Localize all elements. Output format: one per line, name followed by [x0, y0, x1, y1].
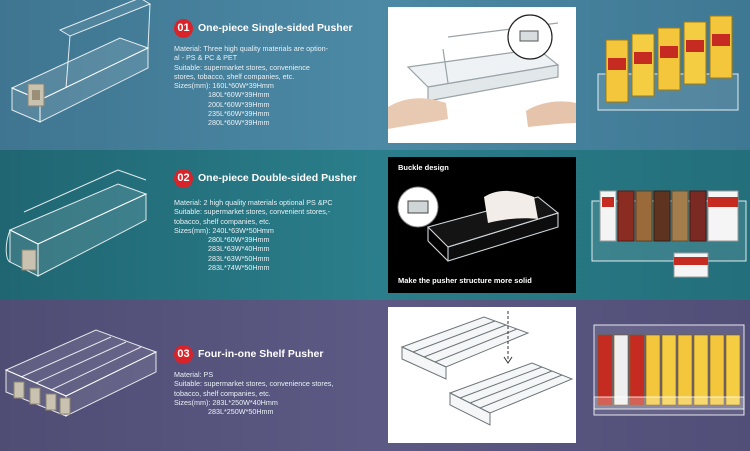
single-sided-pusher-image [0, 0, 160, 150]
product-band-3: 03 Four-in-one Shelf Pusher Material: PS… [0, 300, 750, 451]
desc-line: tobacco, shelf companies, etc. [174, 216, 271, 226]
desc-line: Material: PS [174, 370, 214, 379]
desc-line: Sizes(mm): 240L*63W*50Hmm [174, 225, 274, 235]
cigarette-display-photo-2 [588, 157, 750, 293]
desc-line: Material: 2 high quality materials optio… [174, 198, 333, 207]
size-line: 280L*60W*39Hmm [208, 118, 270, 128]
desc-line: Suitable: supermarket stores, convenient… [174, 207, 331, 217]
cigarette-display-photo [588, 14, 750, 150]
product-info-1: 01 One-piece Single-sided Pusher Materia… [174, 18, 384, 128]
cigarette-display-photo-3 [588, 305, 750, 441]
product-title: Four-in-one Shelf Pusher [198, 348, 324, 360]
desc-line: al - PS & PC & PET [174, 53, 238, 63]
photo-caption: Make the pusher structure more solid [398, 276, 532, 285]
number-badge: 02 [174, 168, 193, 188]
product-description: Material: PS Suitable: supermarket store… [174, 370, 384, 416]
four-in-one-pusher-image [0, 300, 160, 450]
size-line: 283L*250W*50Hmm [208, 407, 274, 417]
desc-line: Material: Three high quality materials a… [174, 44, 329, 53]
product-title: One-piece Single-sided Pusher [198, 22, 353, 34]
size-line: 180L*60W*39Hmm [208, 90, 270, 100]
product-info-3: 03 Four-in-one Shelf Pusher Material: PS… [174, 318, 384, 416]
product-info-2: 02 One-piece Double-sided Pusher Materia… [174, 168, 384, 272]
product-band-1: 01 One-piece Single-sided Pusher Materia… [0, 0, 750, 150]
hand-install-photo [388, 7, 576, 143]
desc-line: Suitable: supermarket stores, convenienc… [174, 62, 310, 72]
size-line: 200L*60W*39Hmm [208, 99, 270, 109]
product-title: One-piece Double-sided Pusher [198, 172, 357, 184]
size-line: 235L*60W*39Hmm [208, 109, 270, 119]
size-line: 283L*74W*50Hmm [208, 263, 270, 273]
desc-line: tobacco, shelf companies, etc. [174, 388, 271, 398]
desc-line: Sizes(mm): 283L*250W*40Hmm [174, 397, 278, 407]
desc-line: stores, tobacco, shelf companies, etc. [174, 71, 295, 81]
faster-assembly-photo: Faster assembly [388, 307, 576, 443]
photo-caption: Buckle design [398, 163, 449, 172]
product-band-2: 02 One-piece Double-sided Pusher Materia… [0, 150, 750, 300]
product-description: Material: Three high quality materials a… [174, 44, 384, 128]
desc-line: Sizes(mm): 160L*60W*39Hmm [174, 81, 274, 91]
size-line: 280L*60W*39Hmm [208, 235, 270, 245]
number-badge: 03 [174, 344, 193, 364]
photo-caption: Faster assembly [402, 426, 461, 435]
size-line: 283L*63W*50Hmm [208, 253, 270, 263]
product-description: Material: 2 high quality materials optio… [174, 198, 384, 272]
number-badge: 01 [174, 18, 193, 38]
double-sided-pusher-image [0, 150, 160, 300]
size-line: 283L*63W*40Hmm [208, 244, 270, 254]
buckle-design-photo: Buckle design Make the pusher structure … [388, 157, 576, 293]
desc-line: Suitable: supermarket stores, convenienc… [174, 379, 334, 389]
